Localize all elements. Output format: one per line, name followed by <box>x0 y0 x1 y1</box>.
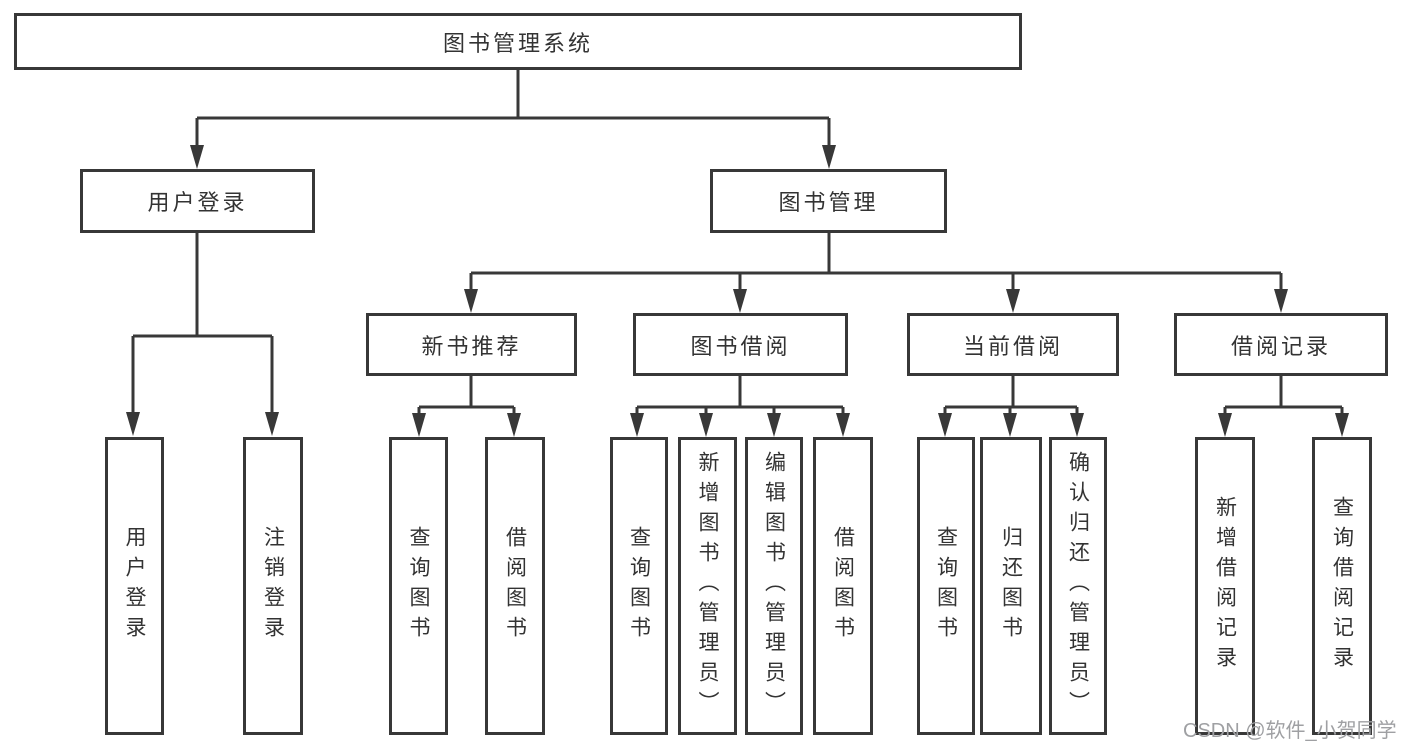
leaf-label: 借阅图书 <box>831 526 855 646</box>
leaf-label: 借阅图书 <box>503 526 527 646</box>
node-book-borrow: 图书借阅 <box>633 313 848 376</box>
node-book-management: 图书管理 <box>710 169 947 233</box>
leaf-confirm-return-admin: 确认归还（管理员） <box>1049 437 1107 735</box>
leaf-add-books-admin: 新增图书（管理员） <box>678 437 737 735</box>
node-borrow-records-label: 借阅记录 <box>1230 333 1331 359</box>
node-book-management-label: 图书管理 <box>778 190 879 215</box>
node-root-label: 图书管理系统 <box>442 30 593 56</box>
node-new-book-recommend: 新书推荐 <box>366 313 577 376</box>
leaf-query-books-recommend: 查询图书 <box>389 437 448 735</box>
node-book-borrow-label: 图书借阅 <box>690 333 791 359</box>
node-root: 图书管理系统 <box>14 13 1022 70</box>
node-user-login: 用户登录 <box>80 169 315 233</box>
leaf-label: 确认归还（管理员） <box>1066 451 1090 721</box>
leaf-label: 新增借阅记录 <box>1213 496 1237 676</box>
leaf-label: 查询图书 <box>407 526 430 646</box>
connector-lines <box>131 70 1344 415</box>
csdn-watermark: CSDN @软件_小贺同学 <box>1183 720 1397 742</box>
leaf-borrow-books-borrow: 借阅图书 <box>813 437 873 735</box>
leaf-edit-books-admin: 编辑图书（管理员） <box>745 437 803 735</box>
leaf-add-borrow-record: 新增借阅记录 <box>1195 437 1255 735</box>
node-borrow-records: 借阅记录 <box>1174 313 1388 376</box>
leaf-label: 编辑图书（管理员） <box>762 451 786 721</box>
leaf-query-borrow-record: 查询借阅记录 <box>1312 437 1372 735</box>
leaf-label: 查询借阅记录 <box>1330 496 1354 676</box>
leaf-label: 归还图书 <box>999 526 1023 646</box>
leaf-return-books: 归还图书 <box>980 437 1042 735</box>
node-current-borrow: 当前借阅 <box>907 313 1119 376</box>
leaf-query-books-borrow: 查询图书 <box>610 437 668 735</box>
leaf-query-books-current: 查询图书 <box>917 437 975 735</box>
arrowhead-icons <box>126 145 1349 437</box>
leaf-label: 查询图书 <box>934 526 958 646</box>
leaf-label: 用户登录 <box>123 526 146 646</box>
node-new-book-recommend-label: 新书推荐 <box>421 333 522 359</box>
leaf-logout-login: 注销登录 <box>243 437 303 735</box>
node-user-login-label: 用户登录 <box>147 190 248 215</box>
leaf-label: 新增图书（管理员） <box>696 451 719 721</box>
leaf-borrow-books-recommend: 借阅图书 <box>485 437 545 735</box>
leaf-label: 查询图书 <box>627 526 651 646</box>
leaf-label: 注销登录 <box>261 526 285 646</box>
node-current-borrow-label: 当前借阅 <box>962 333 1063 359</box>
leaf-user-login: 用户登录 <box>105 437 164 735</box>
